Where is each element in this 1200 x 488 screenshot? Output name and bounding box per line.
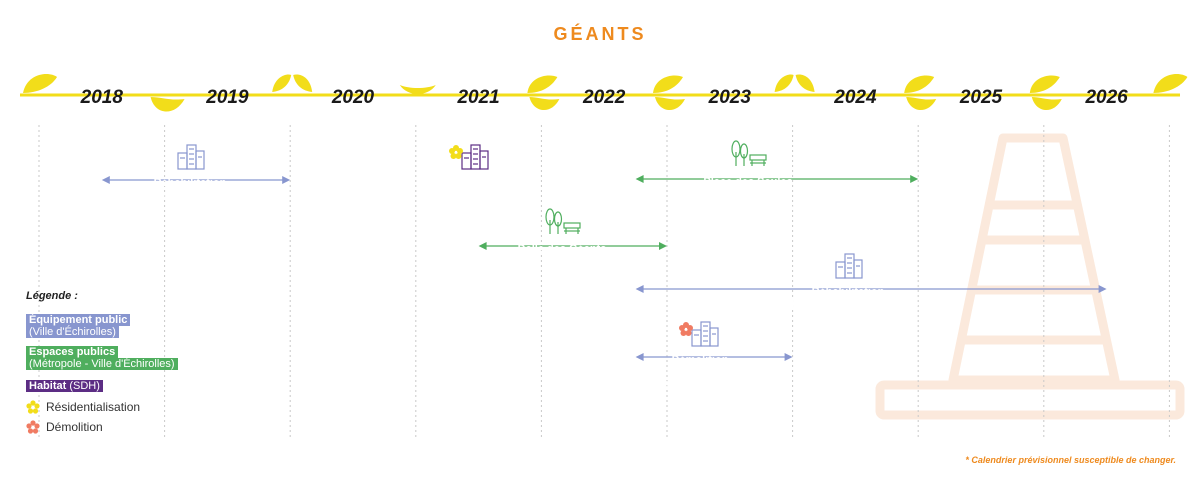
legend-equipement: Équipement public (Ville d'Échirolles)	[26, 314, 178, 338]
project-label-line: pôle enfance des Trembles	[777, 298, 919, 310]
legend-habitat: Habitat (SDH)	[26, 380, 178, 392]
year-label-2025: 2025	[959, 87, 1003, 108]
residentialisation-flower-icon	[26, 400, 40, 414]
tree-bench-icon-dalle-des-geants	[545, 208, 581, 234]
arrow-dalle-des-geants	[478, 242, 667, 250]
project-arrows	[101, 175, 1107, 361]
legend-equipement-sub: (Ville d'Échirolles)	[26, 326, 119, 338]
project-dates: Oct. 2022-mi 2026	[802, 310, 894, 322]
legend-residentialisation-label: Résidentialisation	[46, 400, 141, 414]
legend-demolition: Démolition	[26, 420, 178, 434]
legend-demolition-label: Démolition	[46, 420, 103, 434]
legend-espaces: Espaces publics (Métropole - Ville d'Éch…	[26, 346, 178, 370]
legend-espaces-label: Espaces publics	[26, 346, 119, 358]
legend-habitat-label: Habitat	[29, 380, 67, 392]
tree-bench-icon-place-des-saules	[731, 140, 767, 166]
legend-title: Légende :	[26, 290, 78, 302]
demolition-building-icon-demolition-college	[679, 321, 719, 347]
leaf-decorations	[23, 74, 1188, 112]
project-label-line: Réhabilitation	[811, 286, 885, 298]
year-label-2020: 2020	[331, 87, 375, 108]
legend-espaces-sub: (Métropole - Ville d'Échirolles)	[26, 358, 178, 370]
project-label-line: Réhabilitation	[153, 177, 227, 189]
year-label-2021: 2021	[456, 87, 499, 108]
project-dates: 2021	[457, 201, 483, 213]
building-icon-rehab-centre-sante	[177, 144, 205, 170]
arrow-rehab-centre-sante	[101, 176, 291, 184]
arrow-rehab-pole-enfance	[635, 285, 1107, 293]
year-label-2022: 2022	[582, 87, 626, 108]
legend-habitat-sub: (SDH)	[69, 380, 100, 392]
project-label-line: Résidentialisation	[422, 177, 518, 189]
project-label-line: Halls Actis	[442, 189, 498, 201]
project-icons	[177, 140, 863, 347]
project-label-line: Croix du Sud	[713, 188, 783, 200]
project-dates: Mi 2021-fin 2022	[521, 255, 603, 267]
residentialisation-building-icon-residentialisation-halls-actis	[449, 144, 489, 170]
project-label-line: Dalle des Géants	[517, 243, 607, 255]
year-label-2018: 2018	[80, 87, 124, 108]
cone-decoration	[875, 133, 1185, 420]
project-dates: Mi 2018-fin 2019	[149, 201, 231, 213]
demolition-flower-icon	[26, 420, 40, 434]
footnote: * Calendrier prévisionnel susceptible de…	[965, 455, 1176, 465]
year-label-2026: 2026	[1084, 87, 1128, 108]
page-title: GÉANTS	[553, 24, 647, 44]
project-label-line: collège des Saules	[650, 366, 750, 378]
legend: Légende : Équipement public (Ville d'Éch…	[26, 290, 178, 440]
project-label-line: Place des Saules	[703, 176, 793, 188]
project-dates: Oct. 2022-fin 2023	[654, 378, 746, 390]
building-icon-rehab-pole-enfance	[835, 253, 863, 279]
project-label-line: du centre de santé (ANRU 1)	[115, 189, 265, 201]
arrow-place-des-saules	[635, 175, 919, 183]
year-label-2019: 2019	[205, 87, 249, 108]
project-dates: Oct. 2022-fin 2024	[702, 200, 794, 212]
legend-residentialisation: Résidentialisation	[26, 400, 178, 414]
arrow-demolition-college	[635, 353, 793, 361]
project-label-line: Démolition	[671, 354, 729, 366]
year-label-2024: 2024	[833, 87, 877, 108]
legend-equipement-label: Équipement public	[26, 314, 131, 326]
year-label-2023: 2023	[708, 87, 752, 108]
